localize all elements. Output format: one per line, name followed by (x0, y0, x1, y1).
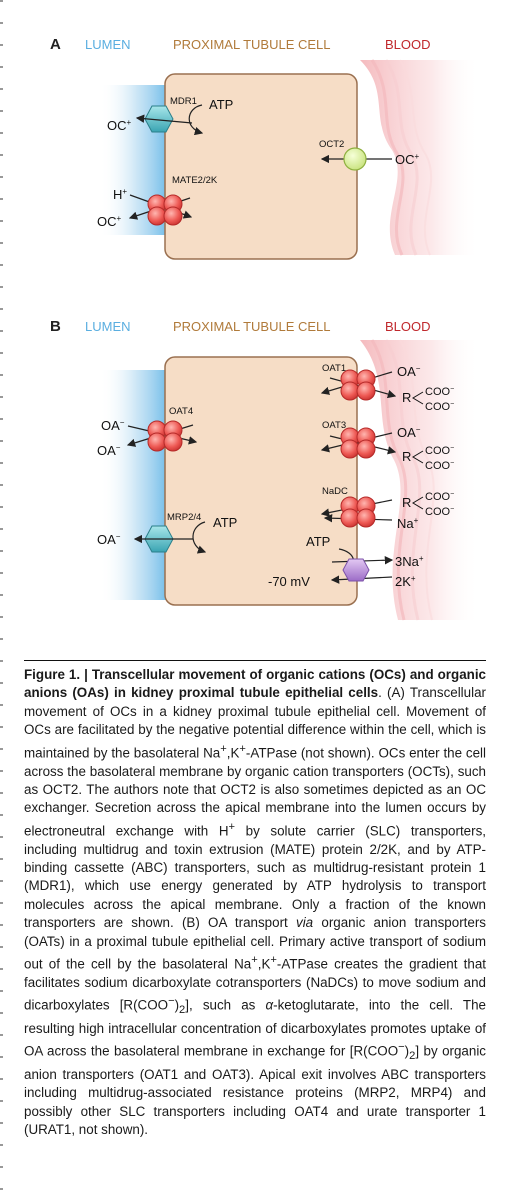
blood-label: BLOOD (385, 37, 431, 52)
dicarboxylate-oat3: R COO− COO− (402, 445, 454, 472)
oat1-transporter-icon (340, 369, 376, 401)
oa-oat4-top-label: OA− (101, 418, 125, 433)
atp-pump-label: ATP (306, 534, 330, 549)
caption-body-g: -ketoglutarate, into the cell. The resul… (24, 997, 487, 1059)
caption-title-period: . (378, 685, 382, 701)
dicarboxylate-nadc: R COO− COO− (402, 491, 454, 518)
oc-mate-label: OC+ (97, 214, 122, 229)
na-k-atpase-icon (342, 558, 370, 582)
caption-body-f: , such as (189, 997, 266, 1013)
oat3-transporter-icon (340, 427, 376, 459)
oa-oat3-label: OA− (397, 425, 421, 440)
oat1-label: OAT1 (322, 363, 346, 374)
svg-text:COO−: COO− (425, 386, 454, 398)
svg-text:COO−: COO− (425, 460, 454, 472)
oa-mrp-label: OA− (97, 532, 121, 547)
h-plus-label: H+ (113, 187, 127, 202)
nadc-label: NaDC (322, 486, 348, 497)
na3-label: 3Na+ (395, 554, 424, 569)
caption-rule (24, 660, 486, 661)
na-nadc-label: Na+ (397, 516, 419, 531)
mrp-label: MRP2/4 (167, 512, 201, 523)
caption-body-h: by organic anion transporters (OAT1 and … (24, 1043, 486, 1138)
caption-body-c: by solute carrier (SLC) transporters, in… (24, 823, 486, 931)
caption-body-e: -ATPase creates the gradient that facili… (24, 956, 486, 1013)
k2-label: 2K+ (395, 574, 416, 589)
svg-text:COO−: COO− (425, 445, 454, 457)
oa-oat4-bottom-label: OA− (97, 443, 121, 458)
svg-text:R: R (402, 449, 411, 464)
oa-oat1-label: OA− (397, 364, 421, 379)
caption-body-a: (A) Transcellular movement of OCs in a k… (24, 685, 486, 761)
blood-label: BLOOD (385, 319, 431, 334)
panel-b: B LUMEN PROXIMAL TUBULE CELL BLOOD OAT4 … (50, 318, 480, 621)
cell-label: PROXIMAL TUBULE CELL (173, 37, 331, 52)
figure-caption: Figure 1. | Transcellular movement of or… (24, 667, 487, 1138)
mdr1-label: MDR1 (170, 96, 197, 107)
atp-mrp-label: ATP (213, 515, 237, 530)
svg-text:R: R (402, 495, 411, 510)
dicarboxylate-oat1: R COO− COO− (402, 386, 454, 413)
cell-body (164, 356, 358, 606)
caption-body-b: -ATPase (not shown). OCs enter the cell … (24, 745, 486, 839)
mate-label: MATE2/2K (172, 175, 218, 186)
panel-a: A LUMEN PROXIMAL TUBULE CELL BLOOD MDR1 … (50, 36, 480, 260)
atp-label: ATP (209, 97, 233, 112)
oat4-label: OAT4 (169, 406, 193, 417)
membrane-voltage-label: -70 mV (268, 574, 310, 589)
caption-title: Figure 1. | Transcellular movement of or… (24, 667, 486, 701)
oat3-label: OAT3 (322, 420, 346, 431)
oct2-label: OCT2 (319, 139, 344, 150)
oc-mdr1-label: OC+ (107, 118, 132, 133)
lumen-gradient (100, 370, 168, 600)
caption-body-d: organic anion transporters (OATs) in a p… (24, 915, 486, 972)
nadc-transporter-icon (340, 496, 376, 528)
mate-transporter-icon (147, 194, 183, 226)
oat4-transporter-icon (147, 420, 183, 452)
svg-text:COO−: COO− (425, 401, 454, 413)
figure-diagram: A LUMEN PROXIMAL TUBULE CELL BLOOD MDR1 … (50, 36, 480, 621)
panel-letter: A (50, 36, 61, 53)
lumen-label: LUMEN (85, 37, 131, 52)
cell-label: PROXIMAL TUBULE CELL (173, 319, 331, 334)
svg-text:R: R (402, 390, 411, 405)
oc-oct2-label: OC+ (395, 152, 420, 167)
blood-gradient (360, 60, 480, 255)
panel-letter: B (50, 318, 61, 335)
page-edge-marks (0, 0, 3, 1200)
svg-text:COO−: COO− (425, 491, 454, 503)
oct2-transporter-icon (343, 147, 367, 171)
svg-text:COO−: COO− (425, 506, 454, 518)
lumen-label: LUMEN (85, 319, 131, 334)
